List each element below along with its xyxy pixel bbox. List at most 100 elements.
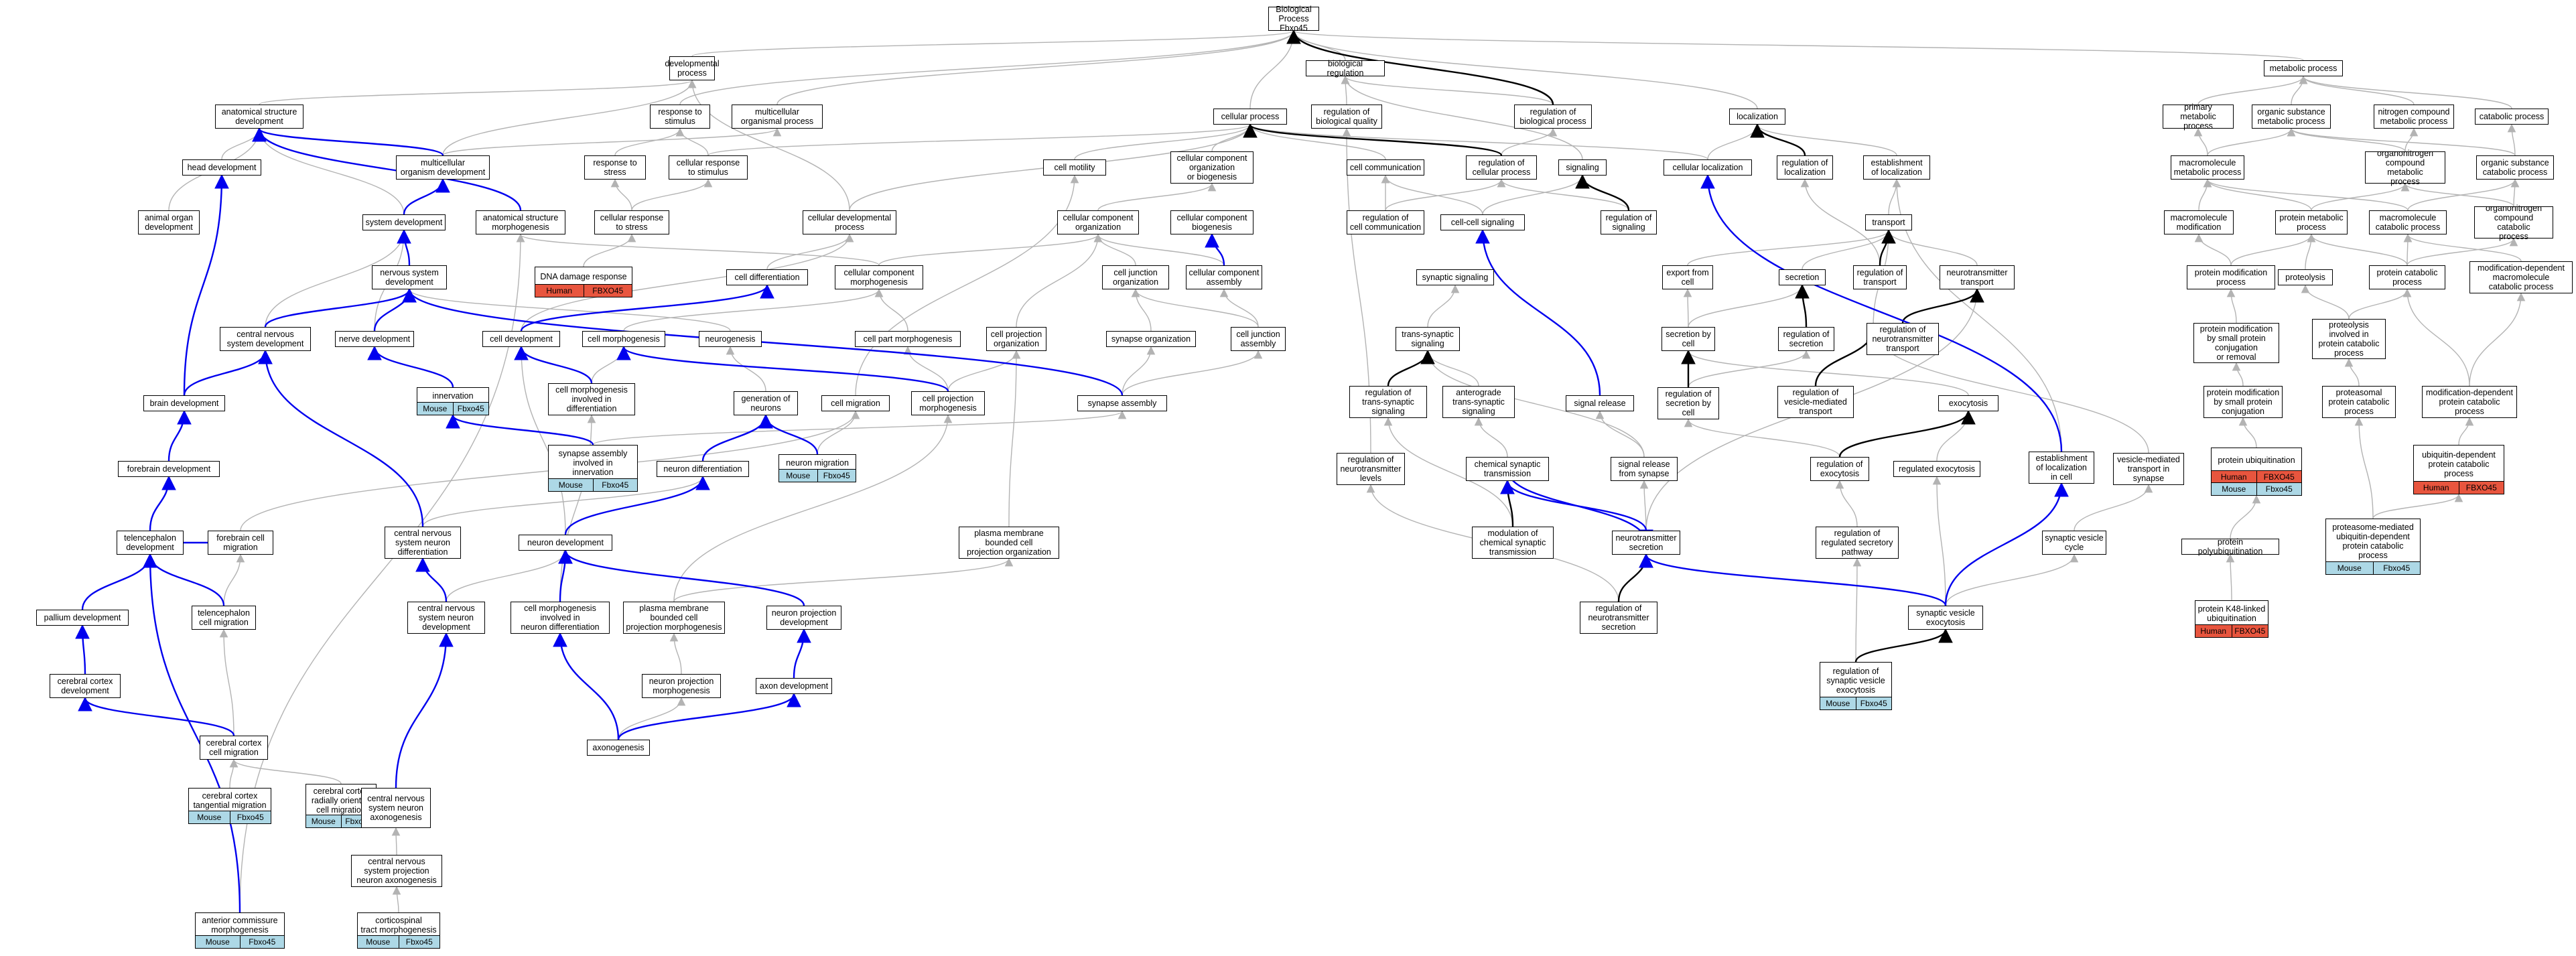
go-term-synapse-assembly[interactable]: synapse assembly: [1077, 395, 1167, 411]
go-term-prot-polyubiq[interactable]: protein polyubiquitination: [2181, 537, 2279, 556]
go-term-catab-proc[interactable]: catabolic process: [2475, 109, 2549, 125]
go-term-reg-loc[interactable]: regulation of localization: [1777, 155, 1833, 180]
go-term-ubiq-dep-catab[interactable]: ubiquitin-dependent protein catabolic pr…: [2413, 445, 2504, 494]
go-term-reg-cell-comm[interactable]: regulation of cell communication: [1347, 210, 1424, 234]
go-term-trans-syn-sig[interactable]: trans-synaptic signaling: [1396, 327, 1460, 351]
go-term-brain-dev[interactable]: brain development: [143, 395, 225, 411]
go-term-telenceph-cell-mig[interactable]: telencephalon cell migration: [192, 606, 256, 630]
go-term-cell-junc-org[interactable]: cell junction organization: [1102, 265, 1169, 289]
go-term-pallium-dev[interactable]: pallium development: [36, 610, 129, 626]
go-term-nt-secretion[interactable]: neurotransmitter secretion: [1612, 531, 1680, 555]
go-term-cell-proc[interactable]: cellular process: [1213, 109, 1287, 125]
go-term-reg-nt-transport[interactable]: regulation of neurotransmitter transport: [1867, 323, 1939, 355]
go-term-sys-dev[interactable]: system development: [362, 214, 446, 230]
go-term-mod-dep-prot-catab[interactable]: modification-dependent protein catabolic…: [2422, 386, 2517, 418]
go-term-reg-signaling[interactable]: regulation of signaling: [1601, 210, 1657, 234]
go-term-cell-resp-stress[interactable]: cellular response to stress: [594, 210, 669, 234]
go-term-cerebral-cortex-dev[interactable]: cerebral cortex development: [50, 674, 121, 698]
go-term-cell-proj-org[interactable]: cell projection organization: [986, 327, 1046, 351]
go-term-prot-mod-small[interactable]: protein modification by small protein co…: [2193, 323, 2279, 363]
go-term-organonitro-met[interactable]: organonitrogen compound metabolic proces…: [2365, 149, 2445, 186]
go-term-organonitro-catab[interactable]: organonitrogen compound catabolic proces…: [2474, 204, 2553, 241]
go-term-nt-transport[interactable]: neurotransmitter transport: [1940, 265, 2015, 289]
go-term-multi-org[interactable]: multicellular organismal process: [732, 105, 823, 129]
go-term-prot-mod-small-conj[interactable]: protein modification by small protein co…: [2204, 386, 2283, 418]
go-term-resp-stim[interactable]: response to stimulus: [650, 105, 710, 129]
go-term-vesicle-transport-syn[interactable]: vesicle-mediated transport in synapse: [2113, 453, 2184, 485]
go-term-chem-syn-trans[interactable]: chemical synaptic transmission: [1466, 457, 1549, 481]
go-term-cns-neuron-diff[interactable]: central nervous system neuron differenti…: [385, 527, 461, 559]
go-term-cns-neuron-dev[interactable]: central nervous system neuron developmen…: [407, 602, 485, 634]
go-term-sec-by-cell[interactable]: secretion by cell: [1662, 327, 1715, 351]
go-term-cell-comp-bio[interactable]: cellular component biogenesis: [1170, 210, 1253, 234]
go-term-antero-trans-syn[interactable]: anterograde trans-synaptic signaling: [1442, 386, 1515, 418]
go-term-animal-organ-dev[interactable]: animal organ development: [138, 210, 200, 234]
go-term-reg-bio-qual[interactable]: regulation of biological quality: [1311, 105, 1382, 129]
go-term-neuron-diff[interactable]: neuron differentiation: [657, 461, 749, 477]
go-term-cns-neuron-axono[interactable]: central nervous system neuron axonogenes…: [361, 788, 431, 828]
go-term-head-dev[interactable]: head development: [182, 159, 261, 176]
go-term-cell-cell-sig[interactable]: cell-cell signaling: [1440, 214, 1525, 230]
go-term-prot-mod-proc[interactable]: protein modification process: [2187, 265, 2275, 289]
go-term-proteasome-ubiq-catab[interactable]: proteasome-mediated ubiquitin-dependent …: [2325, 519, 2421, 575]
go-term-gen-neurons[interactable]: generation of neurons: [734, 391, 798, 415]
go-term-cns-proj-axono[interactable]: central nervous system projection neuron…: [351, 855, 442, 887]
go-term-ns-dev[interactable]: nervous system development: [372, 265, 447, 289]
go-term-proteolysis-catab[interactable]: proteolysis involved in protein cataboli…: [2312, 319, 2386, 359]
go-term-reg-secretion[interactable]: regulation of secretion: [1778, 327, 1834, 351]
go-term-proteasomal-catab[interactable]: proteasomal protein catabolic process: [2322, 386, 2396, 418]
go-term-cell-morph-neuron-diff[interactable]: cell morphogenesis involved in neuron di…: [511, 602, 610, 634]
go-term-reg-nt-secretion[interactable]: regulation of neurotransmitter secretion: [1580, 602, 1657, 634]
go-term-macromol-catab[interactable]: macromolecule catabolic process: [2369, 210, 2447, 234]
go-term-cell-morph[interactable]: cell morphogenesis: [582, 331, 665, 347]
go-term-macromol-met[interactable]: macromolecule metabolic process: [2171, 155, 2244, 180]
go-term-prim-met[interactable]: primary metabolic process: [2163, 103, 2234, 131]
go-term-mod-dep-catab[interactable]: modification-dependent macromolecule cat…: [2469, 261, 2573, 293]
go-term-prot-catab[interactable]: protein catabolic process: [2369, 265, 2445, 289]
go-term-cell-comp-assembly[interactable]: cellular component assembly: [1186, 265, 1262, 289]
go-term-neuron-proj-morph[interactable]: neuron projection morphogenesis: [642, 674, 721, 698]
go-term-nitro-met[interactable]: nitrogen compound metabolic process: [2374, 105, 2454, 129]
go-term-estab-loc[interactable]: establishment of localization: [1863, 155, 1930, 180]
go-term-plasma-memb-proj-org[interactable]: plasma membrane bounded cell projection …: [959, 527, 1059, 559]
go-term-transport[interactable]: transport: [1865, 214, 1912, 230]
go-term-org-sub-catab[interactable]: organic substance catabolic process: [2476, 155, 2554, 180]
go-term-reg-vesicle-transport[interactable]: regulation of vesicle-mediated transport: [1777, 386, 1854, 418]
go-term-cell-proj-morph[interactable]: cell projection morphogenesis: [911, 391, 985, 415]
go-term-secretion[interactable]: secretion: [1779, 269, 1826, 285]
go-term-cc-cell-mig[interactable]: cerebral cortex cell migration: [200, 736, 268, 760]
go-term-neurogenesis[interactable]: neurogenesis: [699, 331, 762, 347]
go-term-reg-syn-vesicle-exo[interactable]: regulation of synaptic vesicle exocytosi…: [1820, 662, 1892, 710]
go-term-cell-migration[interactable]: cell migration: [821, 395, 890, 411]
go-term-cell-morph-diff[interactable]: cell morphogenesis involved in different…: [548, 383, 635, 415]
go-term-syn-vesicle-exo[interactable]: synaptic vesicle exocytosis: [1908, 606, 1983, 630]
go-term-telencephalon-dev[interactable]: telencephalon development: [117, 531, 184, 555]
go-term-cell-motility[interactable]: cell motility: [1043, 159, 1106, 176]
go-term-synapse-org[interactable]: synapse organization: [1106, 331, 1196, 347]
go-term-cell-part-morph[interactable]: cell part morphogenesis: [855, 331, 961, 347]
go-term-cell-development[interactable]: cell development: [482, 331, 560, 347]
go-term-reg-exocytosis[interactable]: regulation of exocytosis: [1810, 457, 1869, 481]
go-term-signal-release-syn[interactable]: signal release from synapse: [1611, 457, 1678, 481]
go-term-bp[interactable]: Biological Process Fbxo45: [1268, 5, 1319, 33]
go-term-axon-dev[interactable]: axon development: [756, 678, 832, 694]
go-term-reg-reg-sec-path[interactable]: regulation of regulated secretory pathwa…: [1816, 527, 1899, 559]
go-term-cell-dev-proc[interactable]: cellular developmental process: [803, 210, 896, 234]
go-term-localization[interactable]: localization: [1729, 109, 1785, 125]
go-term-forebrain-dev[interactable]: forebrain development: [118, 461, 220, 477]
go-term-syn-vesicle-cycle[interactable]: synaptic vesicle cycle: [2042, 531, 2106, 555]
go-term-macromol-mod[interactable]: macromolecule modification: [2164, 210, 2234, 234]
go-term-signal-release[interactable]: signal release: [1566, 395, 1634, 411]
go-term-nerve-dev[interactable]: nerve development: [335, 331, 414, 347]
go-term-reg-sec-cell[interactable]: regulation of secretion by cell: [1657, 387, 1719, 419]
go-term-reg-nt-levels[interactable]: regulation of neurotransmitter levels: [1337, 453, 1405, 485]
go-term-bio-reg[interactable]: biological regulation: [1306, 59, 1385, 78]
go-term-prot-met[interactable]: protein metabolic process: [2275, 210, 2348, 234]
